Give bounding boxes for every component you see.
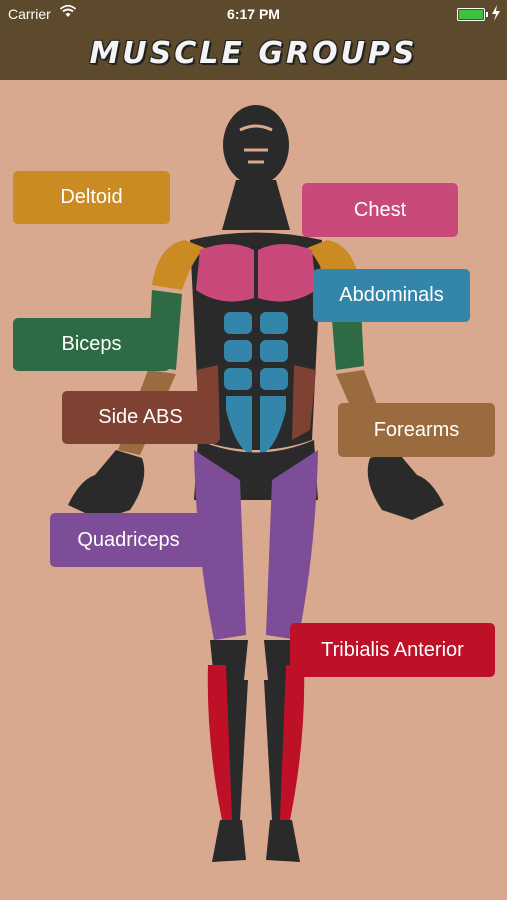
right-quadriceps-muscle (266, 450, 318, 640)
status-bar: Carrier 6:17 PM (0, 0, 507, 28)
clock-time: 6:17 PM (227, 6, 280, 22)
figure-neck (222, 180, 290, 230)
figure-head (223, 105, 289, 185)
left-foot (212, 820, 246, 862)
right-tibialis-muscle (280, 665, 305, 820)
left-tibialis-muscle (207, 665, 232, 820)
charging-bolt-icon (492, 5, 500, 21)
chest-button[interactable]: Chest (302, 183, 458, 237)
left-deltoid-muscle (152, 240, 205, 290)
right-hand (367, 450, 444, 520)
abdominals-muscle (224, 312, 288, 455)
left-hand (68, 450, 145, 520)
forearms-button[interactable]: Forearms (338, 403, 495, 457)
page-title: MUSCLE GROUPS (89, 36, 418, 71)
right-side-abs-muscle (292, 365, 316, 440)
abdominals-button[interactable]: Abdominals (313, 269, 470, 322)
left-quadriceps-muscle (194, 450, 246, 640)
figure-knees (210, 640, 302, 680)
right-chest-muscle (258, 244, 316, 302)
deltoid-button[interactable]: Deltoid (13, 171, 170, 224)
battery-icon (457, 8, 488, 21)
biceps-button[interactable]: Biceps (13, 318, 170, 371)
quadriceps-button[interactable]: Quadriceps (50, 513, 207, 567)
wifi-icon (60, 4, 76, 17)
carrier-label: Carrier (8, 6, 51, 22)
side-abs-button[interactable]: Side ABS (62, 391, 219, 444)
app-header: MUSCLE GROUPS (0, 28, 507, 80)
tibialis-anterior-button[interactable]: Tribialis Anterior (290, 623, 495, 677)
left-chest-muscle (196, 244, 254, 302)
right-foot (266, 820, 300, 862)
